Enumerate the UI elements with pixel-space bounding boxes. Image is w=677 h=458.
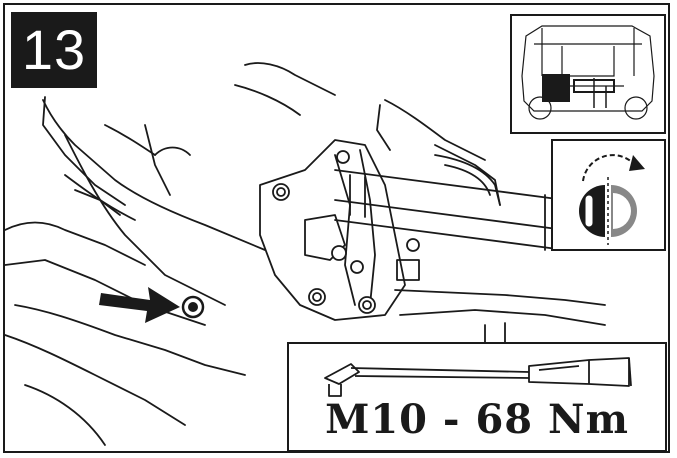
torque-spec-box: M10 - 68 Nm — [287, 342, 667, 451]
rotation-inset — [551, 139, 666, 251]
rotate-clockwise-icon — [579, 154, 645, 245]
vehicle-inset — [510, 14, 666, 134]
torque-value: M10 - 68 Nm — [325, 396, 629, 443]
target-nut — [181, 295, 205, 319]
torque-wrench-icon — [324, 357, 632, 397]
vehicle-rear-icon — [521, 25, 655, 120]
pointer-arrow-icon — [99, 287, 180, 323]
step-number: 13 — [11, 12, 97, 88]
chassis-illustration — [5, 62, 606, 446]
instruction-panel: 13 — [3, 3, 670, 453]
